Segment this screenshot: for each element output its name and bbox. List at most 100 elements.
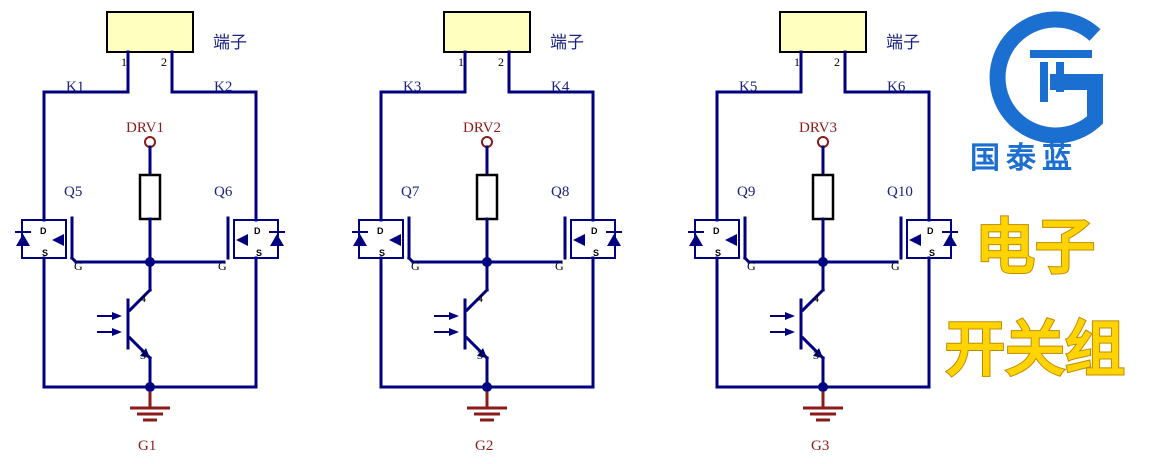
mosfet-right: D S G Q6 [214, 184, 285, 273]
gate-label: G [747, 259, 756, 273]
label-k-right: K2 [214, 79, 232, 95]
terminal-connector [443, 11, 531, 53]
label-k-left: K1 [66, 79, 84, 95]
terminal-pin1: 1 [458, 55, 464, 69]
collector-label: 4 [477, 291, 483, 305]
label-k-left: K5 [739, 79, 757, 95]
logo: 国泰蓝 [970, 11, 1103, 176]
terminal-pin2: 2 [834, 55, 840, 69]
source-label: S [929, 248, 935, 258]
title: 电子 开关组 [944, 212, 1126, 386]
phototransistor: 43 [770, 260, 826, 389]
label-k-right: K4 [551, 79, 570, 95]
wire-k-right [843, 50, 931, 222]
body-diode-icon [353, 234, 367, 246]
junction-dot [482, 382, 492, 392]
mosfet-left-label: Q5 [64, 184, 82, 200]
drain-label: D [377, 226, 384, 236]
body-diode-icon [689, 234, 703, 246]
terminal-label: 端子 [213, 33, 247, 53]
drain-label: D [254, 226, 261, 236]
resistor [138, 173, 162, 221]
drv-label: DRV1 [126, 120, 164, 136]
label-k-right: K6 [887, 79, 906, 95]
collector-label: 4 [813, 291, 819, 305]
mosfet-left: D S G Q5 [15, 184, 83, 273]
ground-icon [130, 392, 170, 422]
ground-icon [467, 392, 507, 422]
mosfet-left-label: Q9 [737, 184, 755, 200]
junction-dot [145, 382, 155, 392]
label-k-left: K3 [403, 79, 421, 95]
phototransistor: 43 [97, 260, 153, 389]
gate-label: G [891, 259, 900, 273]
mosfet-left-label: Q7 [401, 184, 420, 200]
junction-dot [818, 382, 828, 392]
ground-icon [803, 392, 843, 422]
mosfet-right: D S G Q10 [887, 184, 958, 273]
mosfet-left: D S G Q9 [688, 184, 756, 273]
source-label: S [379, 248, 385, 258]
source-label: S [593, 248, 599, 258]
terminal-pin1: 1 [121, 55, 127, 69]
drain-label: D [591, 226, 598, 236]
terminal-pin1: 1 [794, 55, 800, 69]
phototransistor: 43 [434, 260, 490, 389]
terminal-pin2: 2 [161, 55, 167, 69]
title-line1: 电子 [975, 213, 1095, 283]
body-diode-icon [607, 234, 621, 246]
gate-label: G [218, 259, 227, 273]
terminal-label: 端子 [550, 33, 584, 53]
mosfet-left: D S G Q7 [352, 184, 420, 273]
collector-label: 4 [140, 291, 146, 305]
mosfet-right-label: Q10 [887, 184, 913, 200]
wire-k-left [379, 50, 467, 222]
emitter-label: 3 [813, 348, 819, 362]
arrow-icon [573, 234, 585, 246]
wire-k-left [715, 50, 803, 222]
drv-label: DRV3 [799, 120, 837, 136]
arrow-icon [52, 234, 64, 246]
arrow-icon [389, 234, 401, 246]
ground-label: G3 [811, 438, 829, 454]
emitter-label: 3 [477, 348, 483, 362]
logo-emblem-icon [989, 11, 1103, 144]
arrow-icon [236, 234, 248, 246]
wire-k-right [507, 50, 595, 222]
resistor [475, 173, 499, 221]
body-diode-icon [943, 234, 957, 246]
logo-text: 国泰蓝 [970, 141, 1078, 176]
drain-label: D [927, 226, 934, 236]
resistor [811, 173, 835, 221]
wire-k-left [42, 50, 130, 222]
gate-label: G [74, 259, 83, 273]
body-diode-icon [16, 234, 30, 246]
drain-label: D [40, 226, 47, 236]
mosfet-right-label: Q6 [214, 184, 233, 200]
arrow-icon [909, 234, 921, 246]
wire-k-right [170, 50, 258, 222]
source-label: S [42, 248, 48, 258]
emitter-label: 3 [140, 348, 146, 362]
terminal-label: 端子 [886, 33, 920, 53]
gate-label: G [411, 259, 420, 273]
mosfet-right-label: Q8 [551, 184, 569, 200]
drain-label: D [713, 226, 720, 236]
terminal-connector [106, 11, 194, 53]
body-diode-icon [270, 234, 284, 246]
drv-label: DRV2 [463, 120, 501, 136]
ground-label: G1 [138, 438, 156, 454]
source-label: S [256, 248, 262, 258]
gate-label: G [555, 259, 564, 273]
title-line2: 开关组 [945, 315, 1125, 385]
terminal-pin2: 2 [498, 55, 504, 69]
arrow-icon [725, 234, 737, 246]
terminal-connector [779, 11, 867, 53]
ground-label: G2 [475, 438, 493, 454]
mosfet-right: D S G Q8 [551, 184, 622, 273]
source-label: S [715, 248, 721, 258]
